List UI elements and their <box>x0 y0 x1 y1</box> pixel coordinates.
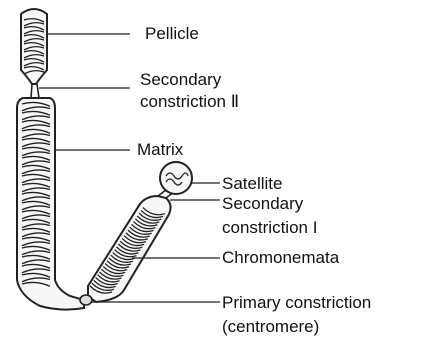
label-secondary-constriction-1-line2: constriction I <box>222 218 317 237</box>
label-secondary-constriction-2-line1: Secondary <box>140 70 221 89</box>
label-chromonemata: Chromonemata <box>222 248 339 267</box>
centromere <box>80 295 92 305</box>
label-secondary-constriction-1-line1: Secondary <box>222 194 303 213</box>
label-primary-constriction-line2: (centromere) <box>222 317 319 336</box>
label-satellite: Satellite <box>222 174 282 193</box>
label-pellicle: Pellicle <box>145 24 199 43</box>
label-matrix: Matrix <box>137 140 183 159</box>
secondary-constriction-2 <box>31 84 39 98</box>
label-primary-constriction-line1: Primary constriction <box>222 293 371 312</box>
label-secondary-constriction-2-line2: constriction Ⅱ <box>140 92 239 111</box>
